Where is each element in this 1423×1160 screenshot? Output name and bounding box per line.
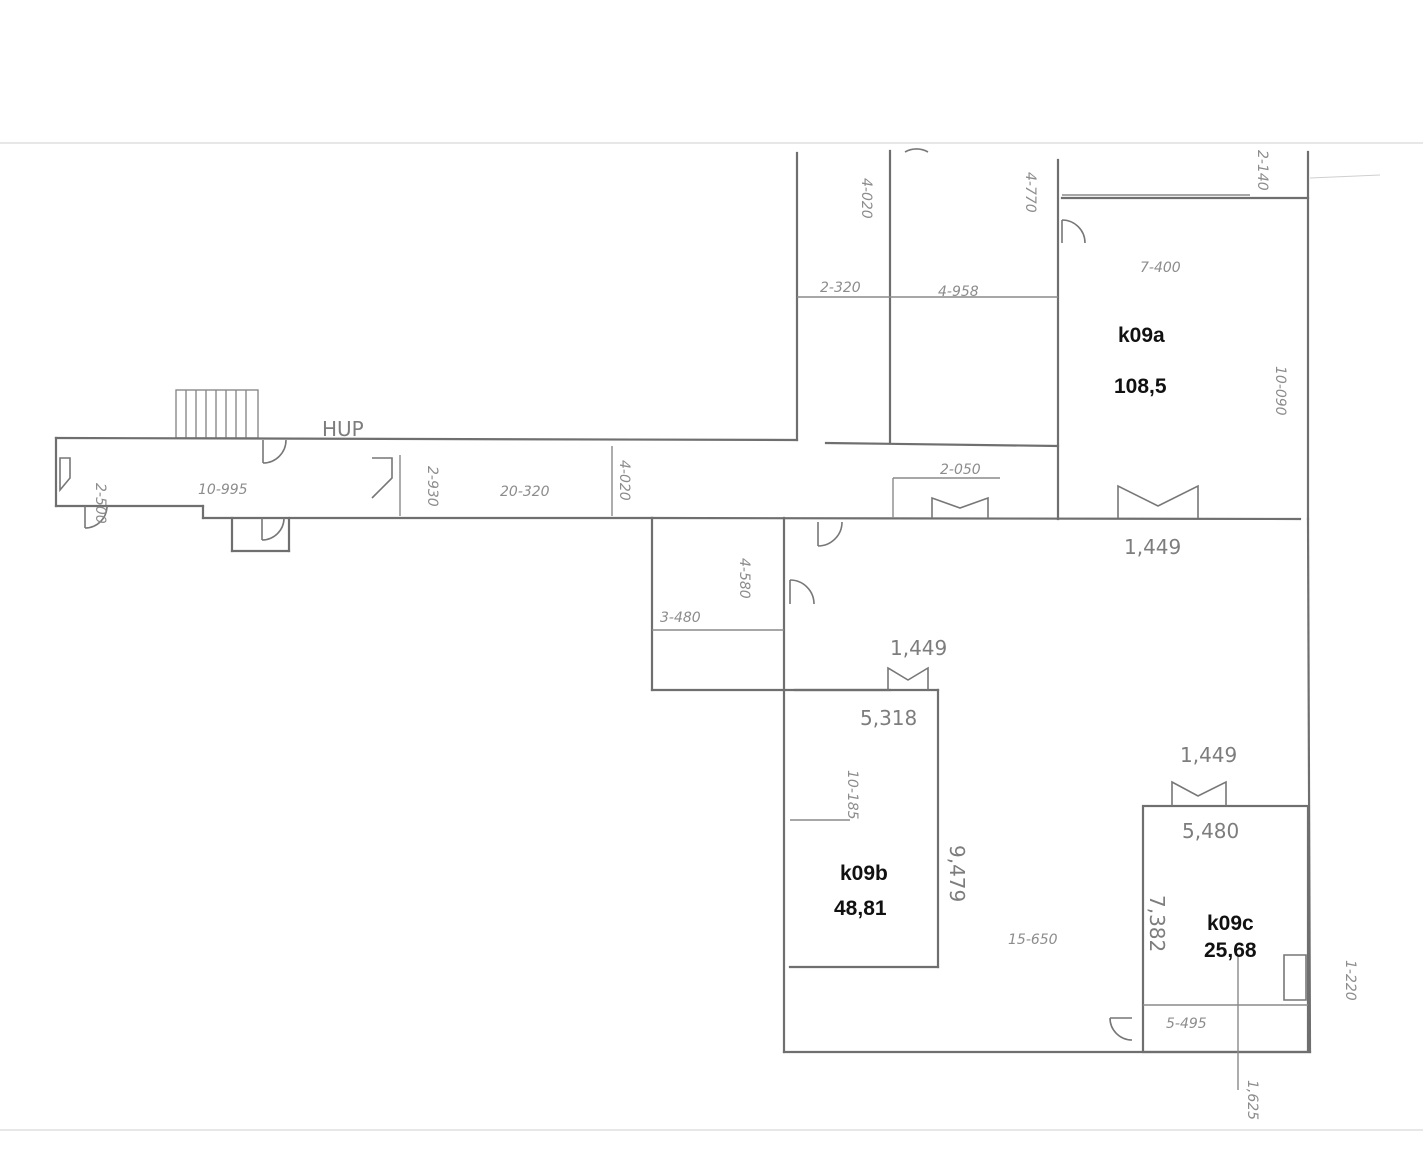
room-area: 108,5 [1114,375,1167,398]
room-k09b-walls [788,688,940,969]
room-area: 48,81 [834,897,887,920]
double-door-icon [59,457,393,499]
door-icon [817,521,843,547]
dimension-label: 2-140 [1254,150,1270,191]
double-door-icon [1117,484,1199,518]
room-area: 25,68 [1204,939,1257,962]
door-icon [84,505,108,529]
door-icon [261,517,285,541]
dimension-label: 2-500 [92,483,108,524]
dimension-label: 10-185 [844,770,860,820]
dimension-label: 4-020 [616,460,632,501]
dimension-label: 20-320 [500,484,550,500]
upper-rooms [795,149,1310,521]
room-id: k09b [840,862,888,885]
dimension-label: 7-400 [1140,260,1181,276]
doors [59,148,1307,1041]
door-icon [1061,219,1086,244]
double-door-icon [1171,780,1227,806]
lower-wing [782,517,1312,1054]
dimension-label: 5-495 [1166,1016,1207,1032]
door-icon [1109,1017,1133,1041]
dimension-labels: 10-995 2-500 2-930 20-320 4-020 4-020 2-… [92,150,1358,1120]
dimension-label: 4-770 [1022,172,1038,213]
dimension-label: 3-480 [660,610,701,626]
dimension-label: 4-580 [736,558,752,599]
small-room [650,516,892,692]
lower-nook [230,516,291,553]
dimension-label: 1,625 [1244,1080,1260,1120]
dimension-label: 5,318 [860,706,917,730]
room-label-k09b: k09b 48,81 [834,862,888,920]
dimension-label: 2-050 [940,462,981,478]
room-id: k09c [1207,912,1254,935]
door-icon [904,148,929,153]
dimension-label: 5,480 [1182,819,1239,843]
dimension-label: 10-995 [198,482,248,498]
dimension-label: 7,382 [1145,895,1169,952]
hup-annotation: HUP [322,417,364,441]
dimension-label: 4-958 [938,284,979,300]
room-label-k09c: k09c 25,68 [1204,912,1257,962]
dimension-label: 1,449 [1124,535,1181,559]
dimension-label: 4-020 [858,178,874,219]
dimension-label: 10-090 [1272,366,1288,416]
staircase [175,389,259,439]
double-door-icon [887,666,929,690]
door-icon [262,439,287,464]
room-id: k09a [1118,324,1165,347]
dimension-label: 2-930 [424,466,440,507]
scan-guide-lines [0,142,1423,1131]
room-label-k09a: k09a 108,5 [1114,324,1167,398]
double-door-icon [931,496,989,518]
corridor-walls [54,436,1302,521]
dimension-label: 1,449 [890,636,947,660]
dimension-label: 1,449 [1180,743,1237,767]
dimension-label: 1-220 [1342,960,1358,1001]
dimension-label: 15-650 [1008,932,1058,948]
door-icon [1283,954,1307,1001]
door-icon [789,579,815,605]
dimension-label: 2-320 [820,280,861,296]
dimension-label: 9,479 [945,845,969,902]
